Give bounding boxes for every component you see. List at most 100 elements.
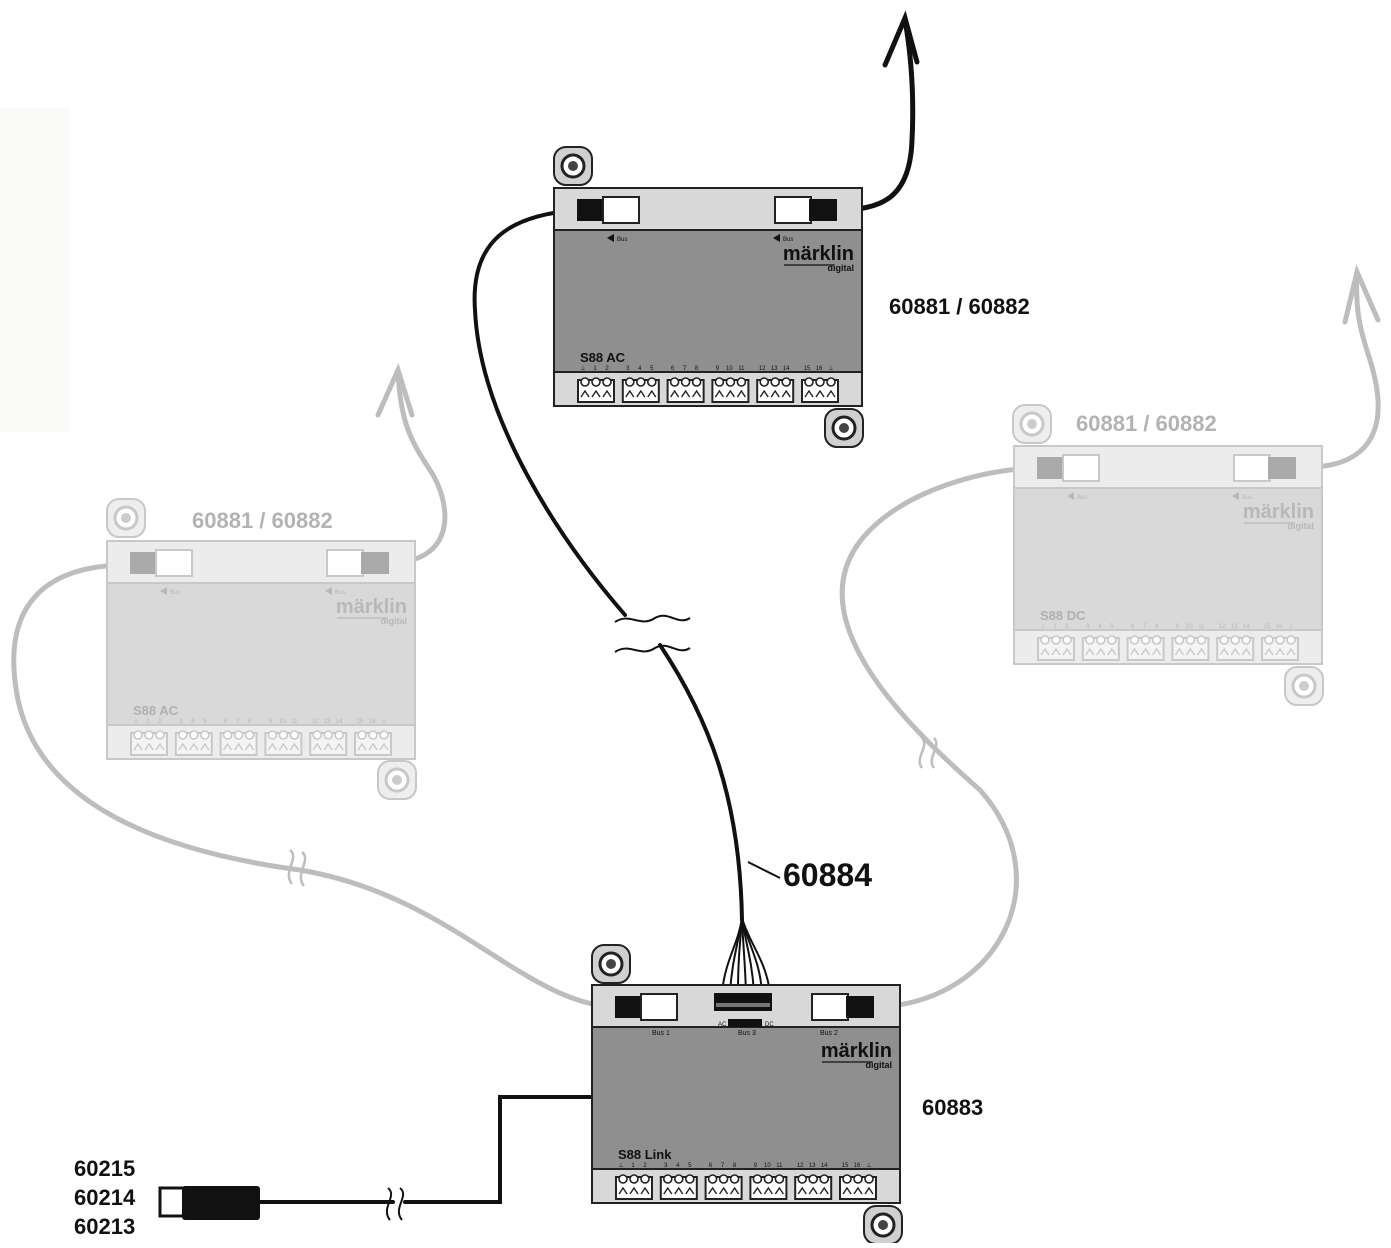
- pin-label: 10: [764, 1163, 771, 1169]
- bus-socket-0: [155, 549, 193, 577]
- pin-label: 2: [643, 1163, 647, 1169]
- ac-dc-switch: [728, 1019, 762, 1027]
- terminal-clamp: [155, 742, 165, 751]
- bus-label-right: Bus: [335, 590, 345, 596]
- bus-plug-1: [361, 552, 389, 574]
- brand-logo: märklin: [336, 596, 407, 618]
- brand-logo: märklin: [1243, 501, 1314, 523]
- terminal-clamp: [144, 742, 154, 751]
- terminal-screw: [864, 1174, 874, 1184]
- pin-label: 15: [804, 366, 811, 372]
- terminal-screw: [155, 730, 165, 740]
- bus-plug-0: [130, 552, 158, 574]
- terminal-screw: [618, 1174, 628, 1184]
- pin-label: 1: [593, 366, 597, 372]
- terminal-screw: [853, 1174, 863, 1184]
- bus3-connector-slot: [716, 1003, 770, 1007]
- pin-label: 6: [224, 719, 228, 725]
- terminal-clamp: [736, 389, 746, 398]
- terminal-screw: [1151, 635, 1162, 645]
- label-power-part-2: 60214: [74, 1185, 136, 1210]
- pin-label: 14: [1243, 624, 1250, 630]
- terminal-clamp: [1051, 647, 1061, 656]
- brand-logo: märklin: [821, 1040, 892, 1062]
- pin-label: 16: [369, 719, 376, 725]
- terminal-screw: [1051, 635, 1061, 645]
- terminal-screw: [691, 377, 702, 387]
- pin-label: 16: [1276, 624, 1283, 630]
- terminal-screw: [1286, 635, 1296, 645]
- label-power-part-1: 60215: [74, 1156, 135, 1181]
- label-top-part: 60881 / 60882: [889, 294, 1030, 319]
- terminal-screw: [368, 730, 378, 740]
- terminal-clamp: [379, 742, 389, 751]
- terminal-screw: [133, 730, 143, 740]
- terminal-screw: [804, 377, 814, 387]
- terminal-screw: [797, 1174, 808, 1184]
- terminal-screw: [826, 377, 836, 387]
- terminal-screw: [1107, 635, 1117, 645]
- pin-label: 1: [1053, 624, 1057, 630]
- pin-label: 7: [1143, 624, 1147, 630]
- terminal-clamp: [815, 389, 825, 398]
- terminal-clamp: [864, 1186, 874, 1195]
- terminal-screw: [144, 730, 154, 740]
- pin-label: 2: [605, 366, 609, 372]
- pin-label: 13: [809, 1163, 816, 1169]
- terminal-clamp: [714, 389, 724, 398]
- mount-lug-bottom-hole: [878, 1220, 888, 1230]
- terminal-screw: [635, 377, 646, 387]
- pin-label: 12: [1219, 624, 1226, 630]
- bus-arrow-right: [773, 234, 780, 242]
- terminal-clamp: [730, 1186, 740, 1195]
- brand-sub: digital: [866, 1060, 893, 1070]
- brand-sub: digital: [381, 616, 408, 626]
- terminal-clamp: [625, 389, 635, 398]
- terminal-clamp: [708, 1186, 718, 1195]
- terminal-clamp: [234, 742, 244, 751]
- terminal-screw: [714, 377, 725, 387]
- terminal-screw: [357, 730, 367, 740]
- mount-lug-top-hole: [121, 513, 131, 523]
- terminal-screw: [646, 377, 657, 387]
- terminal-clamp: [853, 1186, 863, 1195]
- pin-label: ⊥: [866, 1162, 871, 1169]
- module-name: S88 AC: [580, 350, 626, 365]
- pin-label: 2: [158, 719, 162, 725]
- terminal-clamp: [808, 1186, 818, 1195]
- ribbon-cable-lower: [658, 643, 744, 922]
- bus-plug-1: [846, 996, 874, 1018]
- terminal-clamp: [1275, 647, 1285, 656]
- pin-label: 5: [1110, 624, 1114, 630]
- terminal-screw: [1096, 635, 1106, 645]
- terminal-screw: [233, 730, 244, 740]
- terminal-clamp: [842, 1186, 852, 1195]
- terminal-screw: [189, 730, 199, 740]
- pin-label: 5: [203, 719, 207, 725]
- pin-label: ⊥: [133, 718, 138, 725]
- terminal-screw: [718, 1174, 729, 1184]
- terminal-screw: [815, 377, 825, 387]
- terminal-screw: [289, 730, 300, 740]
- terminal-screw: [200, 730, 210, 740]
- terminal-clamp: [245, 742, 255, 751]
- terminal-screw: [819, 1174, 830, 1184]
- terminal-screw: [1040, 635, 1050, 645]
- pin-label: 11: [291, 719, 298, 725]
- right-arrow-head: [1342, 264, 1381, 325]
- bus-socket-1: [811, 993, 849, 1021]
- pin-label: 13: [324, 719, 331, 725]
- terminal-screw: [640, 1174, 650, 1184]
- terminal-screw: [1264, 635, 1274, 645]
- terminal-clamp: [334, 742, 344, 751]
- left-arrow-head: [375, 362, 415, 418]
- terminal-screw: [781, 377, 792, 387]
- terminal-clamp: [1185, 647, 1195, 656]
- module-name: S88 DC: [1040, 608, 1086, 623]
- bus-plug-0: [1037, 457, 1065, 479]
- terminal-clamp: [685, 1186, 695, 1195]
- pin-label: 5: [650, 366, 654, 372]
